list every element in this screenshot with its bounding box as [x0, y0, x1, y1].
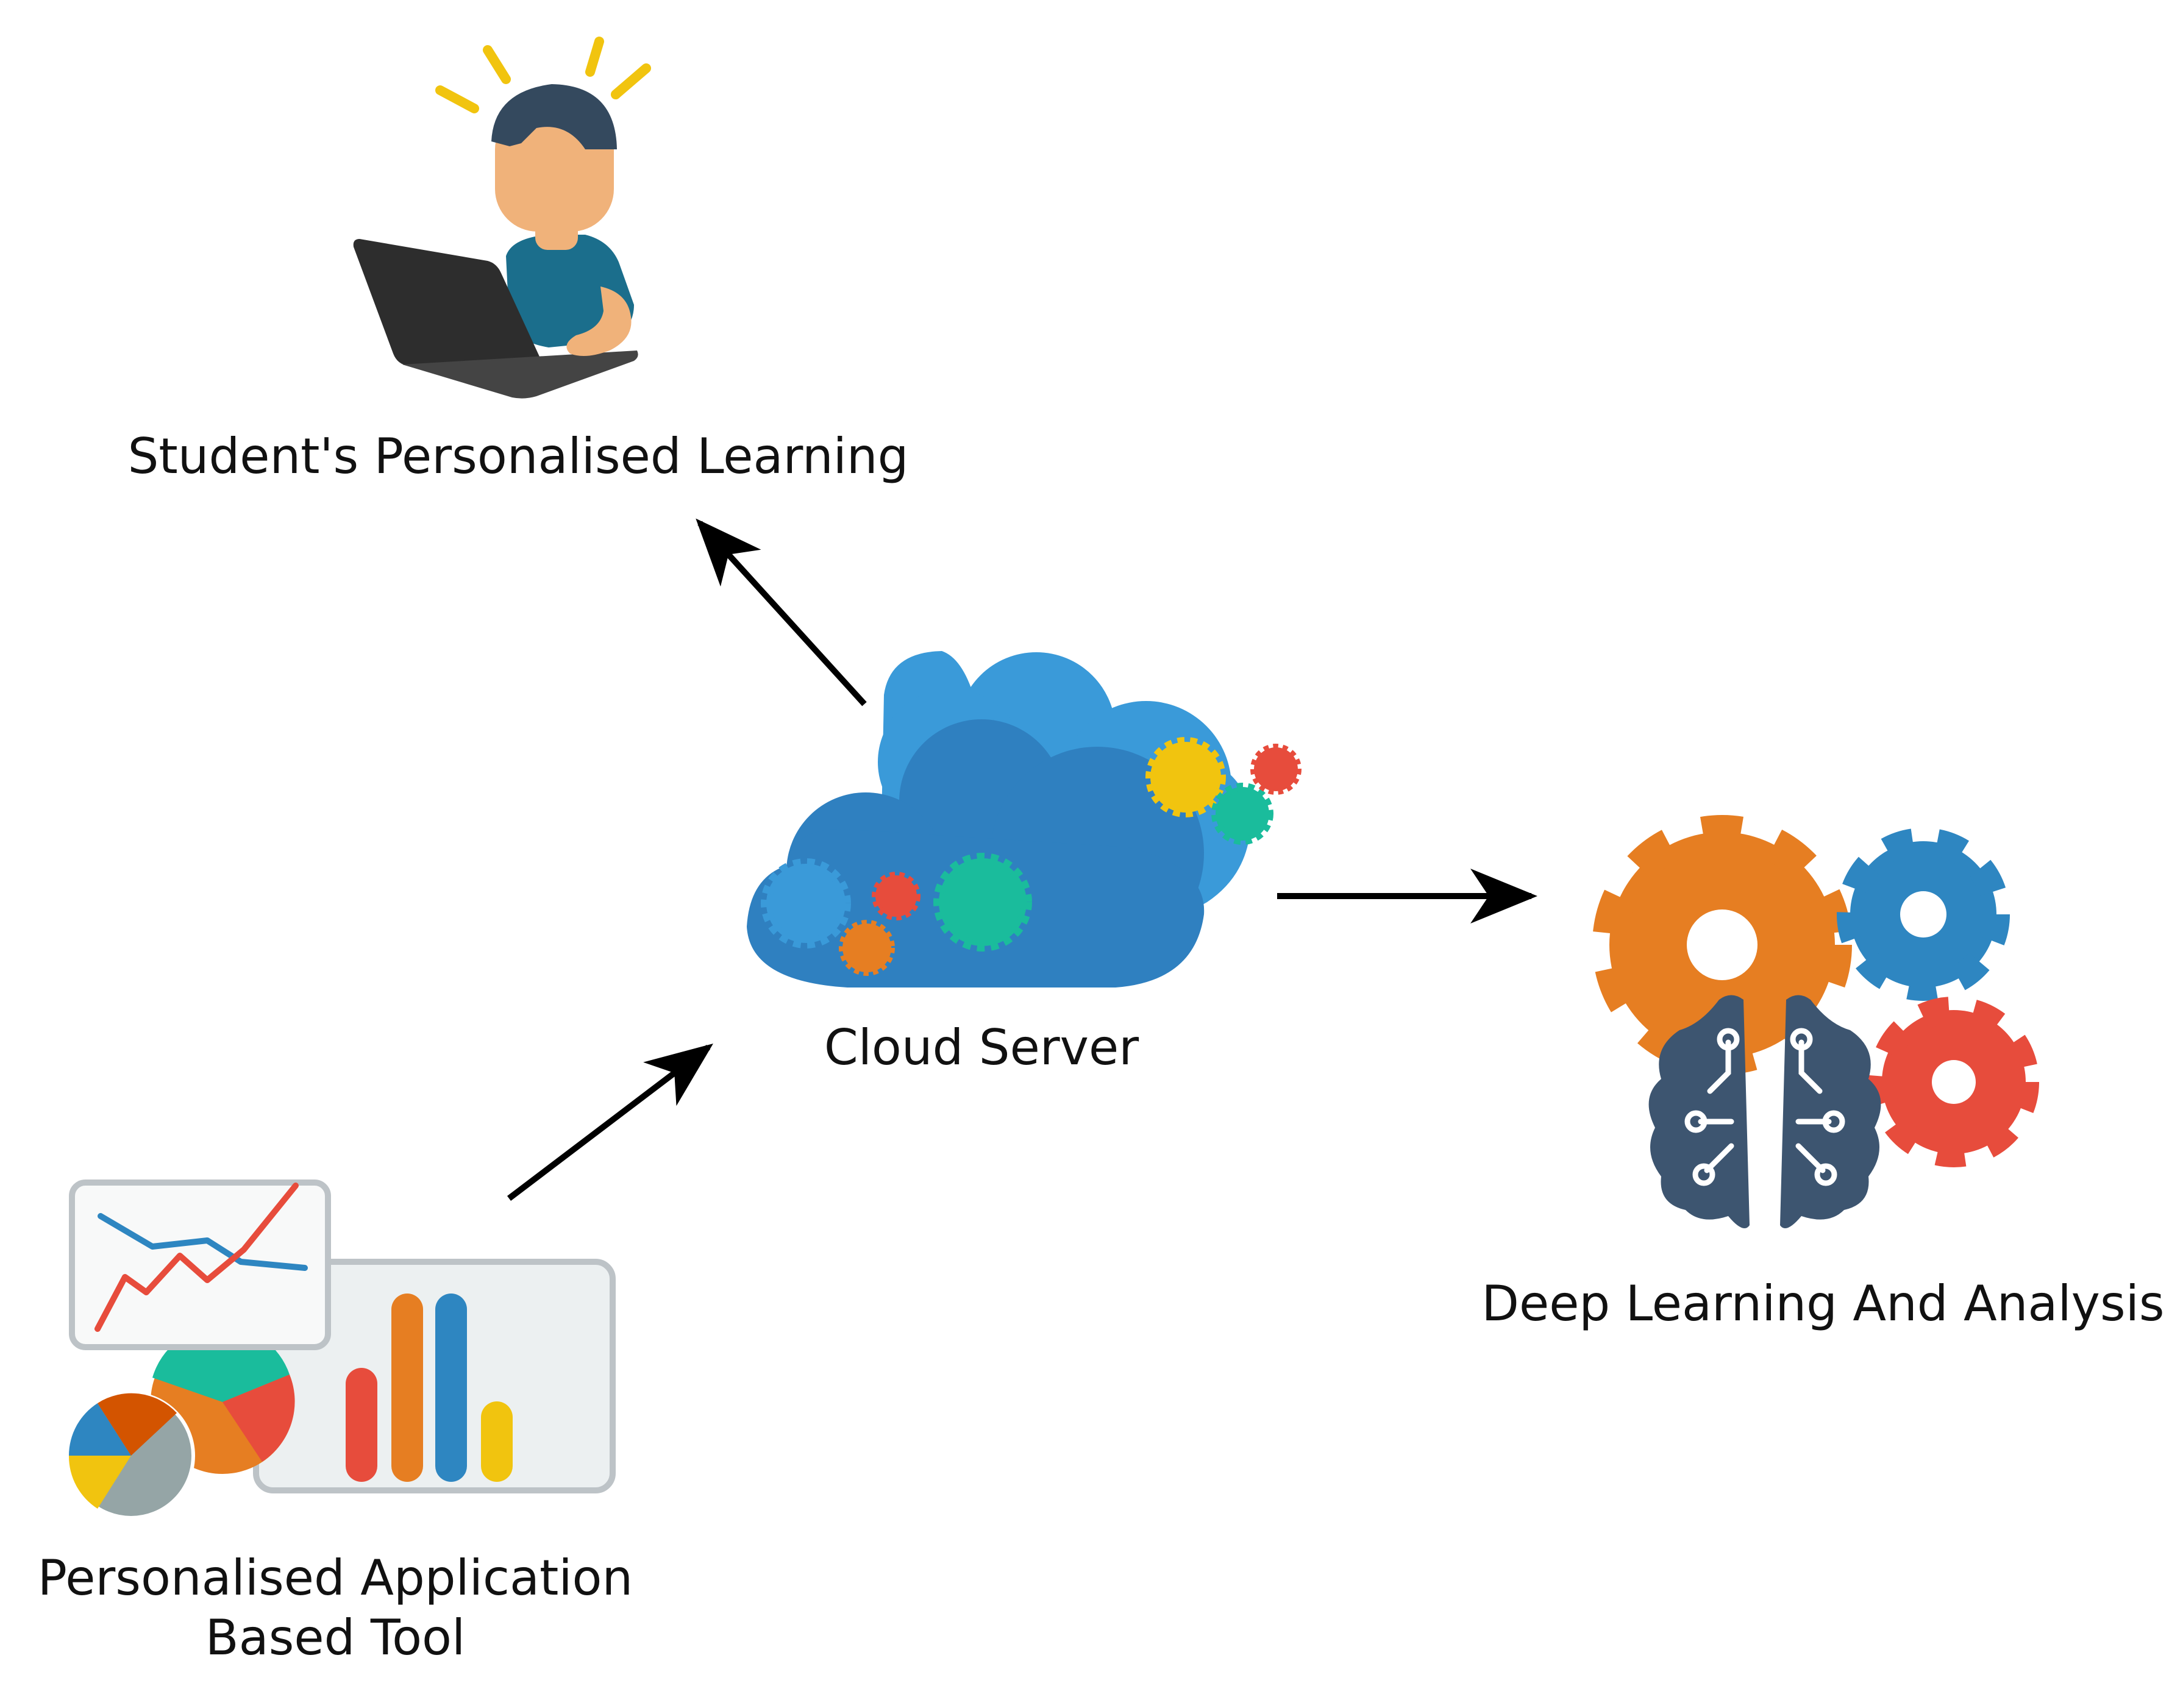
deep-learning-label: Deep Learning And Analysis [1481, 1275, 2165, 1332]
arrow-app-to-cloud [507, 1043, 713, 1201]
app-tool-label-line1: Personalised Application [37, 1550, 633, 1606]
gear-icon [933, 853, 1032, 952]
gear-icon [761, 858, 851, 948]
pie-chart-icon [67, 1392, 195, 1520]
student-label: Student's Personalised Learning [127, 428, 909, 485]
brain-gears-icon [1592, 815, 2039, 1228]
cloud-gears-icon [747, 651, 1302, 987]
gear-icon [872, 872, 921, 920]
charts-dashboard-icon [67, 1180, 616, 1520]
cloud-server-label: Cloud Server [824, 1019, 1139, 1076]
app-tool-label-line2: Based Tool [205, 1609, 466, 1666]
gear-icon [1211, 783, 1273, 845]
gear-icon [1145, 737, 1226, 817]
gear-icon [839, 920, 895, 976]
student-laptop-icon [353, 37, 651, 399]
gear-icon [1868, 997, 2039, 1167]
app-tool-label: Personalised Application Based Tool [24, 1548, 646, 1667]
arrow-cloud-to-student [696, 518, 867, 706]
gear-icon [1250, 744, 1302, 795]
gear-icon [1837, 828, 2010, 1001]
